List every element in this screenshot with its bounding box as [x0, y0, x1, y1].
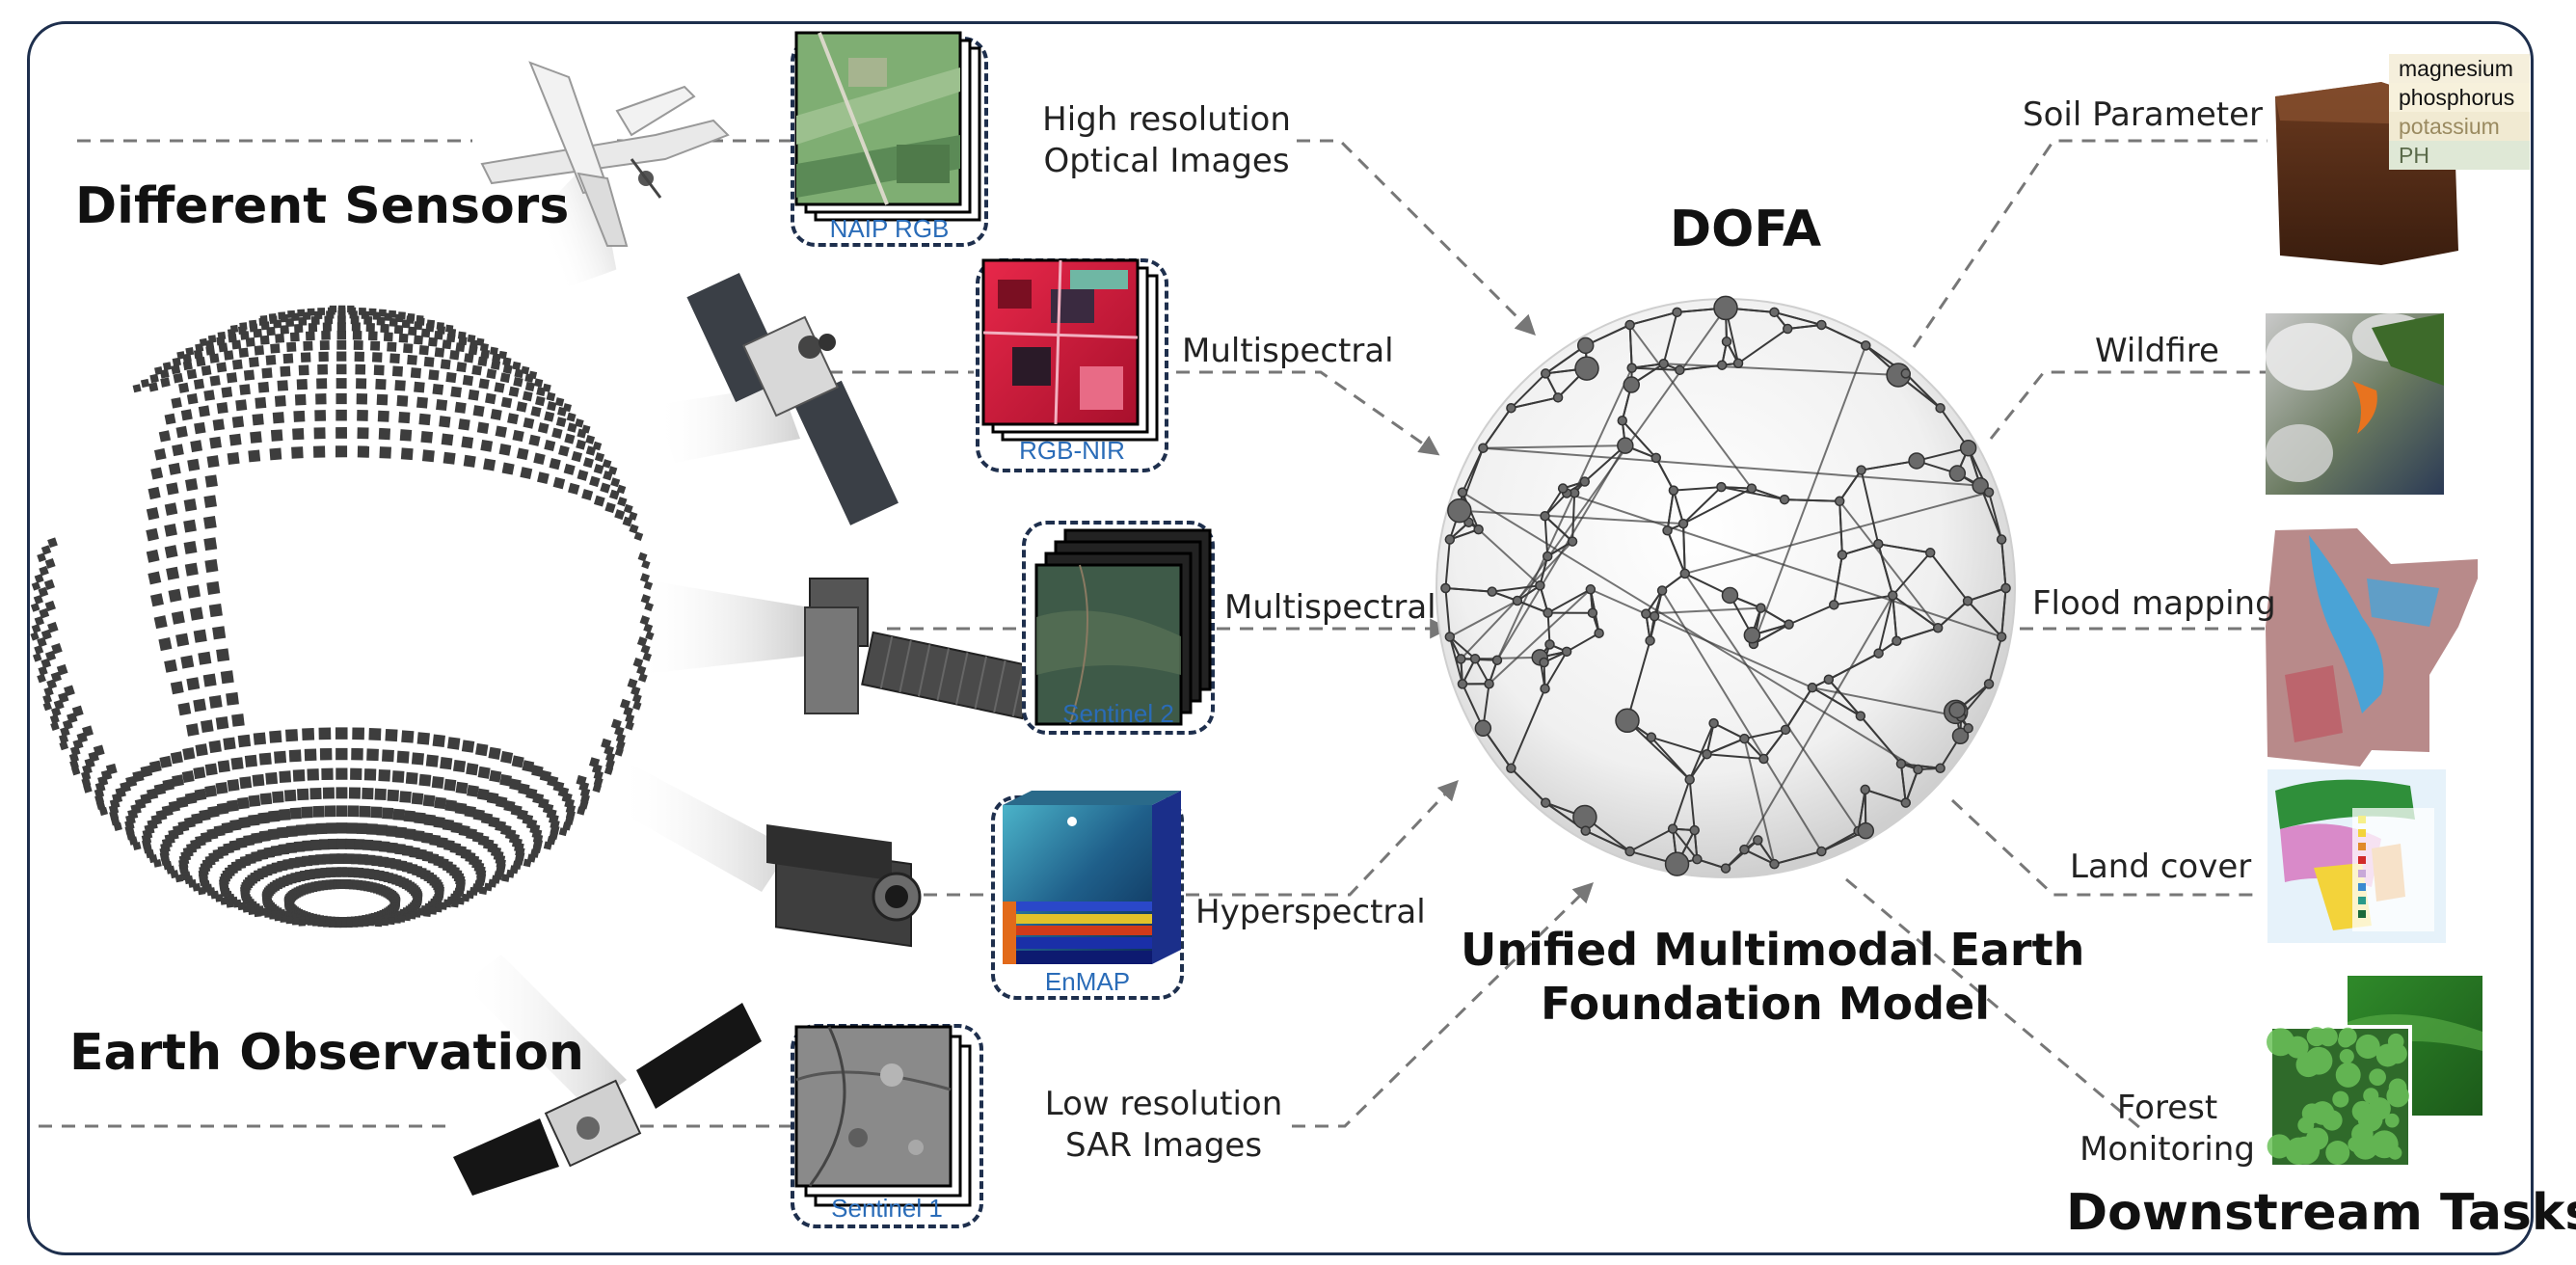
heading-dofa: DOFA [1670, 201, 1822, 258]
dofa-input-arrows [1176, 139, 1594, 1128]
wildfire-image [2266, 313, 2444, 495]
heading-earth-observation: Earth Observation [69, 1024, 584, 1082]
label-line: Forest [2116, 1089, 2218, 1127]
satellite-icon [453, 1003, 762, 1196]
spectral-bands [1003, 902, 1152, 964]
task-land-cover: Land cover [2070, 848, 2252, 886]
task-forest-monitoring: Forest Monitoring [2071, 1088, 2264, 1170]
airplane-icon [480, 61, 730, 247]
label-line: Low resolution [1044, 1085, 1283, 1123]
label-hyperspectral: Hyperspectral [1195, 893, 1426, 931]
satellite-icon [804, 578, 1035, 720]
dofa-network-sphere-icon [1436, 295, 2016, 878]
label-line: SAR Images [1064, 1125, 1263, 1165]
soil-legend-item: potassium [2389, 112, 2530, 141]
sentinel-2-image [1034, 528, 1212, 726]
caption-enmap: EnMAP [1044, 967, 1131, 996]
land-cover-map-image [2267, 769, 2446, 943]
soil-legend-item: magnesium [2399, 56, 2513, 81]
earth-globe-icon [30, 305, 655, 929]
caption-rgb-nir: RGB-NIR [1019, 436, 1125, 465]
heading-downstream-tasks: Downstream Tasks [2066, 1184, 2576, 1242]
forest-monitoring-image [2267, 976, 2482, 1169]
label-multispectral-2: Multispectral [1224, 588, 1436, 627]
enmap-hyperspectral-cube [1003, 791, 1181, 964]
label-low-resolution-sar: Low resolution SAR Images [1033, 1084, 1294, 1166]
land-cover-legend-swatches [2358, 816, 2366, 918]
soil-legend-item: phosphorus [2389, 83, 2530, 112]
diagram-frame [27, 21, 2534, 1255]
satellite-icon [766, 824, 922, 948]
task-flood-mapping: Flood mapping [2032, 584, 2276, 623]
heading-unified-line1: Unified Multimodal Earth [1461, 924, 2085, 976]
task-soil-parameter: Soil Parameter [2023, 95, 2263, 134]
naip-rgb-image [794, 31, 981, 222]
sensor-beams [463, 153, 810, 1109]
label-line: Optical Images [1043, 141, 1290, 180]
rgb-nir-image [981, 258, 1159, 442]
soil-parameter-legend: magnesium phosphorus potassium PH [2389, 54, 2530, 170]
caption-sentinel-2: Sentinel 2 [1062, 699, 1174, 728]
satellite-icon [686, 272, 899, 525]
label-high-resolution-optical: High resolution Optical Images [1036, 99, 1297, 181]
label-multispectral-1: Multispectral [1182, 332, 1394, 370]
label-line: High resolution [1042, 100, 1291, 139]
caption-naip-rgb: NAIP RGB [829, 214, 950, 243]
caption-sentinel-1: Sentinel 1 [831, 1194, 943, 1223]
heading-unified-line2: Foundation Model [1541, 978, 1991, 1030]
soil-legend-item: PH [2389, 141, 2530, 170]
label-line: Monitoring [2080, 1129, 2255, 1169]
task-wildfire: Wildfire [2095, 332, 2219, 370]
flood-map-image [2266, 528, 2478, 767]
sentinel-1-sar-image [794, 1025, 972, 1207]
heading-different-sensors: Different Sensors [75, 177, 570, 235]
task-output-lines [1845, 139, 2267, 1130]
